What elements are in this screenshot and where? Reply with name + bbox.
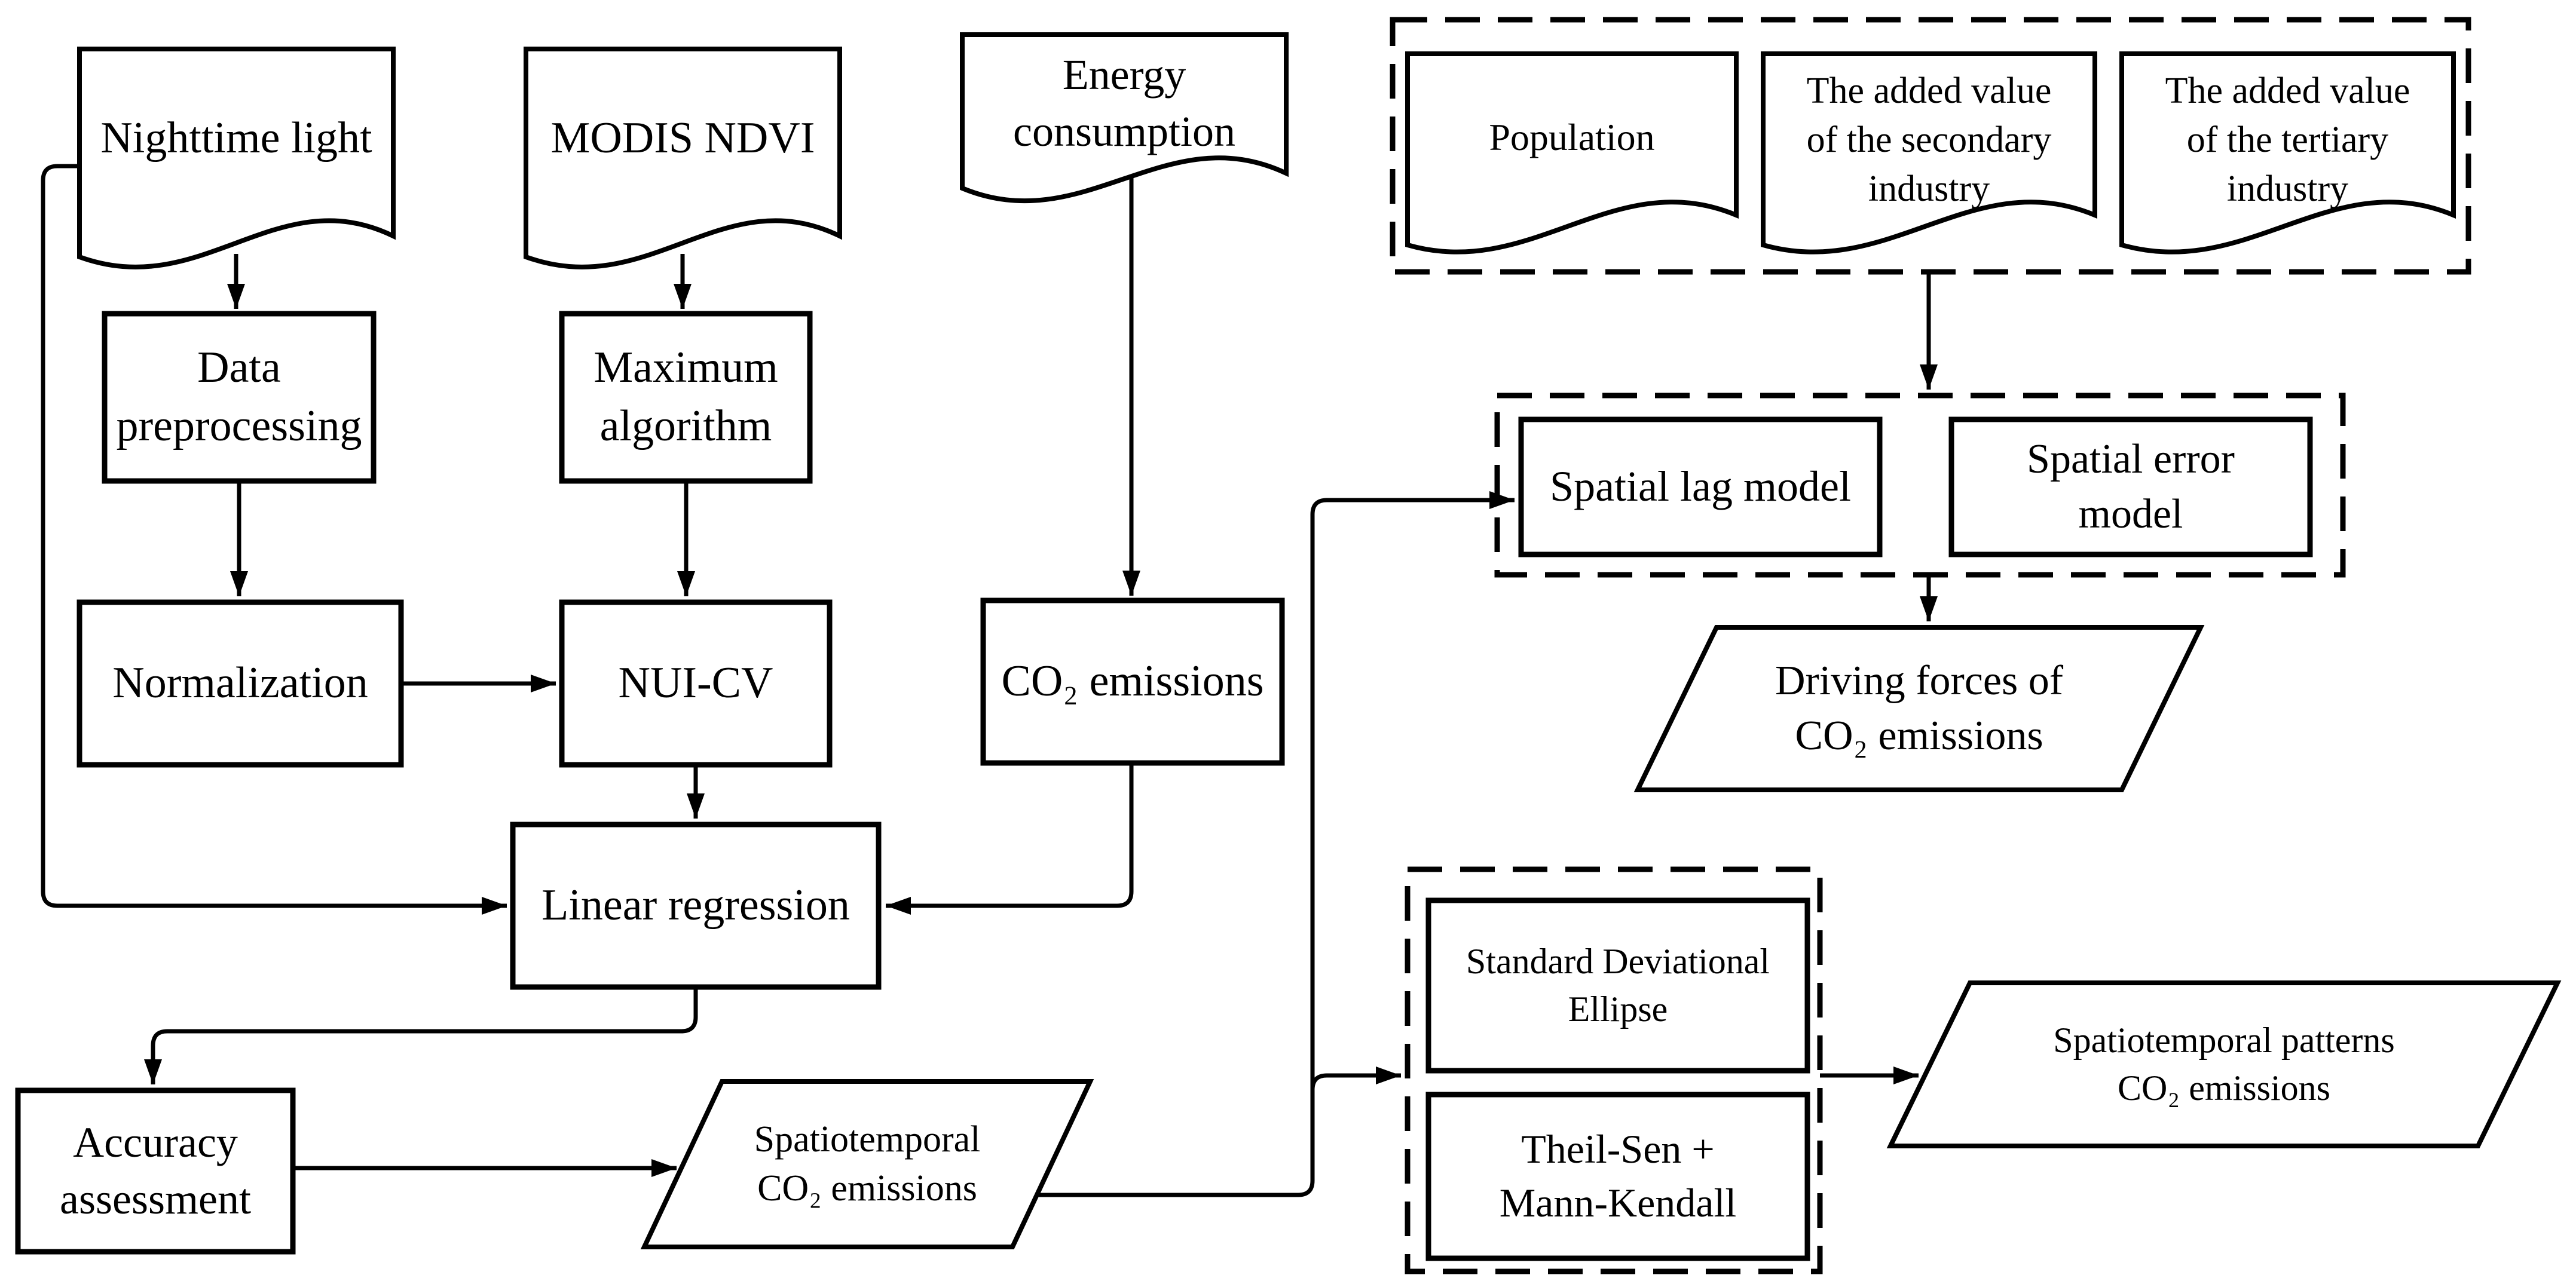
spatial-lag-model-box (1518, 416, 1883, 557)
spatiotemporal-co2-parallelogram (640, 1079, 1094, 1249)
population-doc-shape (1405, 51, 1739, 255)
secondary-industry-doc-shape (1761, 51, 2097, 255)
normalization-box (77, 599, 404, 768)
theil-sen-mann-kendall-box (1425, 1092, 1810, 1261)
linear-regression-box (510, 822, 882, 990)
maximum-algorithm-box (559, 311, 813, 484)
connector-co2-to-linear-regression (886, 763, 1134, 915)
connector-spatiotemporal-co2-to-spatial-lag (1310, 491, 1515, 1138)
tertiary-industry-doc-shape (2119, 51, 2456, 255)
connector-linear-regression-to-accuracy (144, 987, 698, 1084)
data-preprocessing-box (102, 311, 377, 484)
energy-consumption-doc-shape (960, 32, 1289, 204)
nui-cv-box (559, 599, 833, 768)
accuracy-assessment-box (15, 1087, 296, 1255)
standard-deviational-ellipse-box (1425, 897, 1810, 1074)
driving-forces-parallelogram (1633, 625, 2205, 792)
trend-methods-group (1405, 866, 1823, 1274)
spatiotemporal-patterns-parallelogram (1886, 980, 2562, 1148)
spatial-models-group (1494, 393, 2346, 578)
spatial-error-model-box (1948, 416, 2313, 557)
nighttime-light-doc-shape (77, 47, 396, 269)
modis-ndvi-doc-shape (524, 47, 842, 269)
connector-spatiotemporal-co2-to-trend-methods (1038, 1066, 1401, 1197)
co2-emissions-box (980, 597, 1285, 766)
connector-nighttime-to-linear-regression (41, 164, 507, 915)
